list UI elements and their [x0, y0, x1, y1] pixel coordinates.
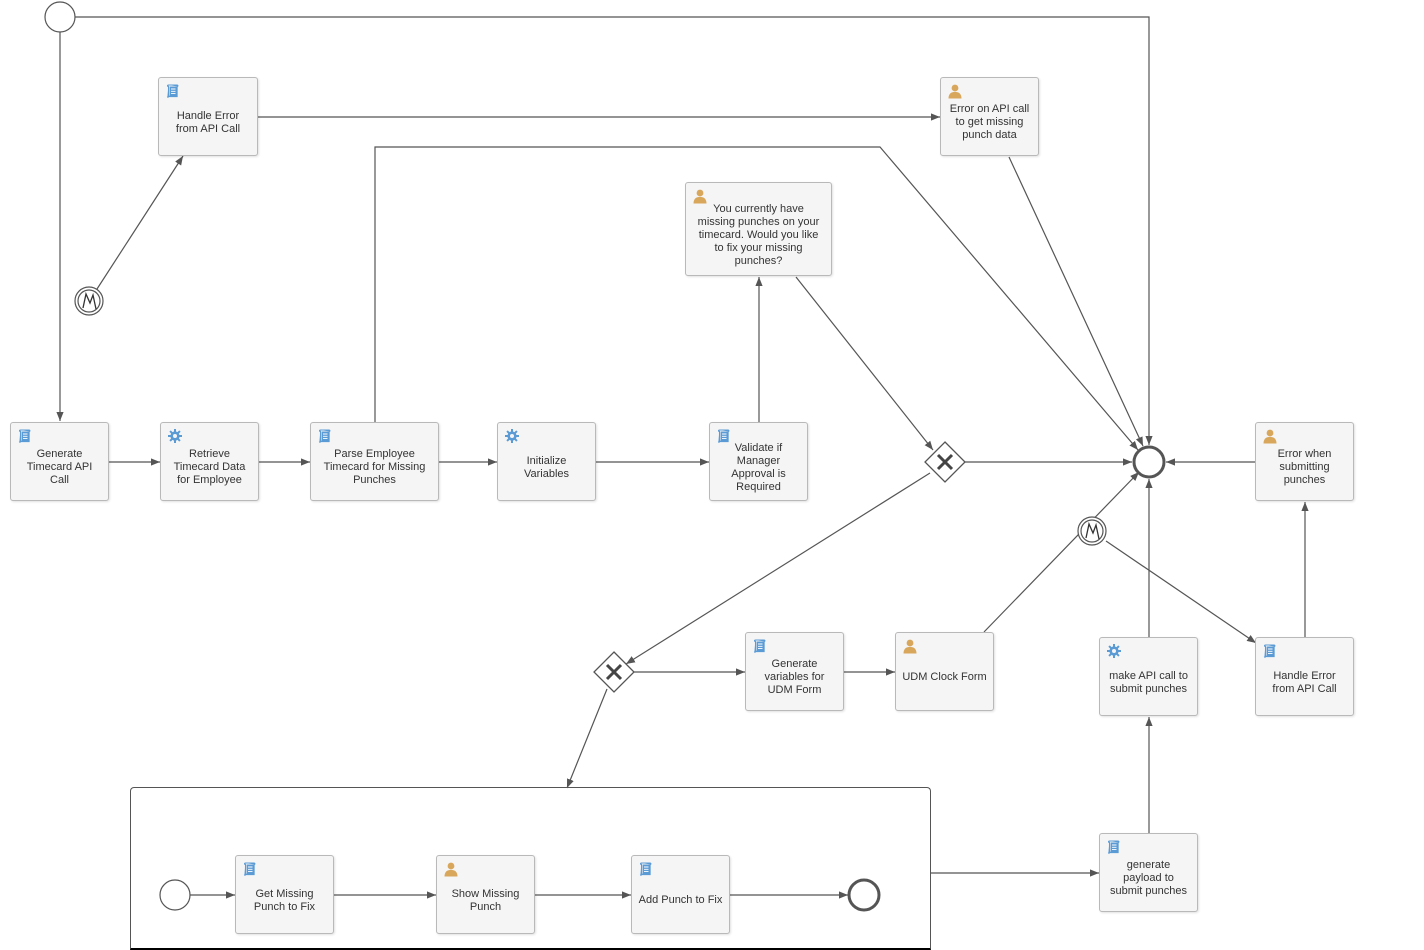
- task-add-punch-to-fix[interactable]: Add Punch to Fix: [631, 855, 730, 934]
- task-generate-udm-variables[interactable]: Generate variables for UDM Form: [745, 632, 844, 711]
- exclusive-gateway-lower[interactable]: [593, 651, 635, 693]
- task-label: Error on API call to get missing punch d…: [949, 103, 1030, 141]
- error-boundary-event-top[interactable]: [74, 286, 104, 316]
- flow-gateway-to-gateway[interactable]: [625, 472, 931, 665]
- task-label: Generate variables for UDM Form: [764, 658, 825, 696]
- task-label: You currently have missing punches on yo…: [697, 202, 820, 267]
- task-handle-error-api-call-top[interactable]: Handle Error from API Call: [158, 77, 258, 156]
- start-event[interactable]: [44, 1, 76, 33]
- task-error-on-api-call[interactable]: Error on API call to get missing punch d…: [940, 77, 1039, 156]
- task-missing-punches-prompt[interactable]: You currently have missing punches on yo…: [685, 182, 832, 276]
- flow-prompt-to-gateway[interactable]: [795, 276, 934, 451]
- task-label: Generate Timecard API Call: [26, 448, 93, 486]
- end-event[interactable]: [1132, 445, 1166, 479]
- task-generate-timecard-api-call[interactable]: Generate Timecard API Call: [10, 422, 109, 501]
- task-label: Handle Error from API Call: [1272, 669, 1337, 695]
- error-icon: [82, 291, 97, 310]
- task-udm-clock-form[interactable]: UDM Clock Form: [895, 632, 994, 711]
- task-label: Get Missing Punch to Fix: [253, 887, 316, 913]
- flow-boundary-to-handle-error-bottom[interactable]: [1105, 540, 1257, 644]
- task-make-api-call-submit[interactable]: make API call to submit punches: [1099, 637, 1198, 716]
- subprocess-end-event[interactable]: [847, 878, 881, 912]
- subprocess-fix-missing-punches[interactable]: [130, 787, 931, 950]
- sequence-flows: [56, 16, 1309, 899]
- error-icon: [1085, 521, 1100, 540]
- flow-start-to-end-top[interactable]: [75, 16, 1153, 445]
- flow-udm-form-to-end[interactable]: [983, 471, 1140, 633]
- flow-gateway-to-subprocess[interactable]: [566, 688, 608, 789]
- task-label: UDM Clock Form: [902, 671, 987, 683]
- flow-boundary-to-handle-error-top[interactable]: [96, 155, 184, 290]
- task-label: Retrieve Timecard Data for Employee: [173, 448, 246, 486]
- task-get-missing-punch[interactable]: Get Missing Punch to Fix: [235, 855, 334, 934]
- task-label: Parse Employee Timecard for Missing Punc…: [323, 448, 426, 486]
- exclusive-gateway-upper[interactable]: [924, 441, 966, 483]
- flow-error-task-to-end[interactable]: [1008, 156, 1144, 447]
- task-label: make API call to submit punches: [1109, 669, 1188, 695]
- task-retrieve-timecard-data[interactable]: Retrieve Timecard Data for Employee: [160, 422, 259, 501]
- task-label: Validate if Manager Approval is Required: [731, 441, 786, 493]
- task-label: Show Missing Punch: [451, 887, 520, 913]
- task-label: Handle Error from API Call: [175, 109, 241, 135]
- task-error-submitting-punches[interactable]: Error when submitting punches: [1255, 422, 1354, 501]
- task-generate-payload[interactable]: generate payload to submit punches: [1099, 833, 1198, 912]
- task-show-missing-punch[interactable]: Show Missing Punch: [436, 855, 535, 934]
- task-label: Add Punch to Fix: [638, 894, 723, 906]
- subprocess-start-event[interactable]: [159, 879, 191, 911]
- task-validate-manager-approval[interactable]: Validate if Manager Approval is Required: [709, 422, 808, 501]
- task-handle-error-api-call-bottom[interactable]: Handle Error from API Call: [1255, 637, 1354, 716]
- task-initialize-variables[interactable]: Initialize Variables: [497, 422, 596, 501]
- task-label: Error when submitting punches: [1277, 448, 1332, 486]
- task-label: generate payload to submit punches: [1109, 859, 1188, 897]
- flow-parse-to-end[interactable]: [374, 146, 1139, 451]
- error-boundary-event-bottom[interactable]: [1077, 516, 1107, 546]
- task-label: Initialize Variables: [523, 454, 570, 480]
- task-parse-employee-timecard[interactable]: Parse Employee Timecard for Missing Punc…: [310, 422, 439, 501]
